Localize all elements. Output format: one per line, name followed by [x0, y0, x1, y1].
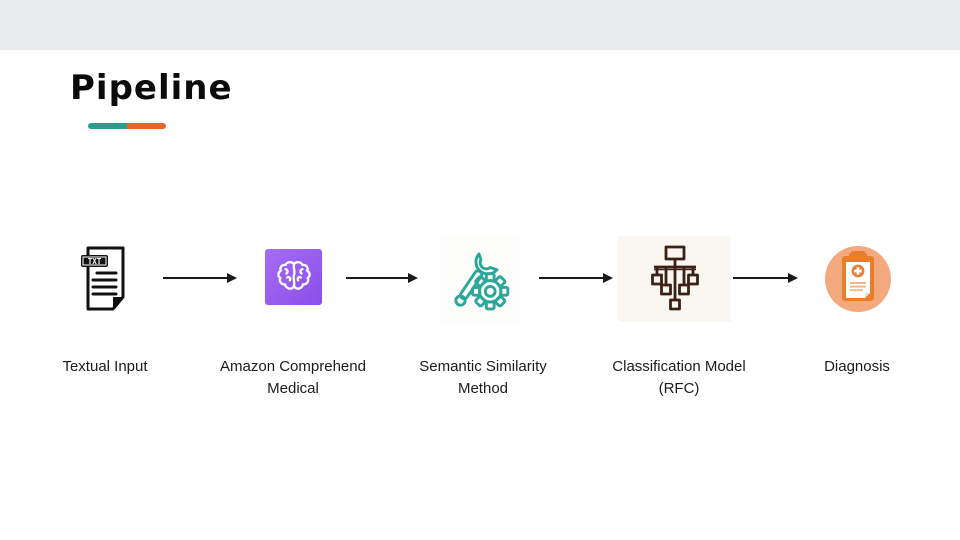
stage-label-textual-input: Textual Input [10, 356, 200, 378]
wrench-gear-icon [441, 234, 521, 322]
stage-label-diagnosis: Diagnosis [762, 356, 952, 378]
aws-comprehend-medical-icon [265, 249, 322, 305]
txt-document-icon: TXT [80, 245, 130, 318]
stage-label-line: Medical [267, 380, 319, 397]
stage-label-line: Textual Input [62, 358, 148, 375]
stage-label-line: Semantic Similarity [419, 358, 547, 375]
flow-arrow-1 [163, 273, 237, 283]
title-underline [88, 123, 166, 129]
underline-teal-segment [88, 123, 127, 129]
stage-label-line: Diagnosis [824, 358, 890, 375]
top-bar [0, 0, 960, 50]
page-title: Pipeline [70, 68, 233, 108]
stage-label-line: Amazon Comprehend [220, 358, 366, 375]
stage-label-classification-model-rfc: Classification Model (RFC) [584, 356, 774, 400]
gear-shape [471, 272, 510, 311]
txt-badge-label: TXT [88, 257, 102, 266]
stage-label-line: Classification Model [612, 358, 746, 375]
underline-orange-segment [127, 123, 166, 129]
stage-label-amazon-comprehend-medical: Amazon Comprehend Medical [198, 356, 388, 400]
stage-label-line: Method [457, 380, 509, 397]
stage-label-line: (RFC) [658, 380, 700, 397]
flow-arrow-4 [733, 273, 798, 283]
stage-label-semantic-similarity-method: Semantic Similarity Method [388, 356, 578, 400]
medical-clipboard-icon [822, 243, 894, 320]
flow-arrow-2 [346, 273, 418, 283]
decision-tree-icon [618, 236, 731, 322]
flow-arrow-3 [539, 273, 613, 283]
